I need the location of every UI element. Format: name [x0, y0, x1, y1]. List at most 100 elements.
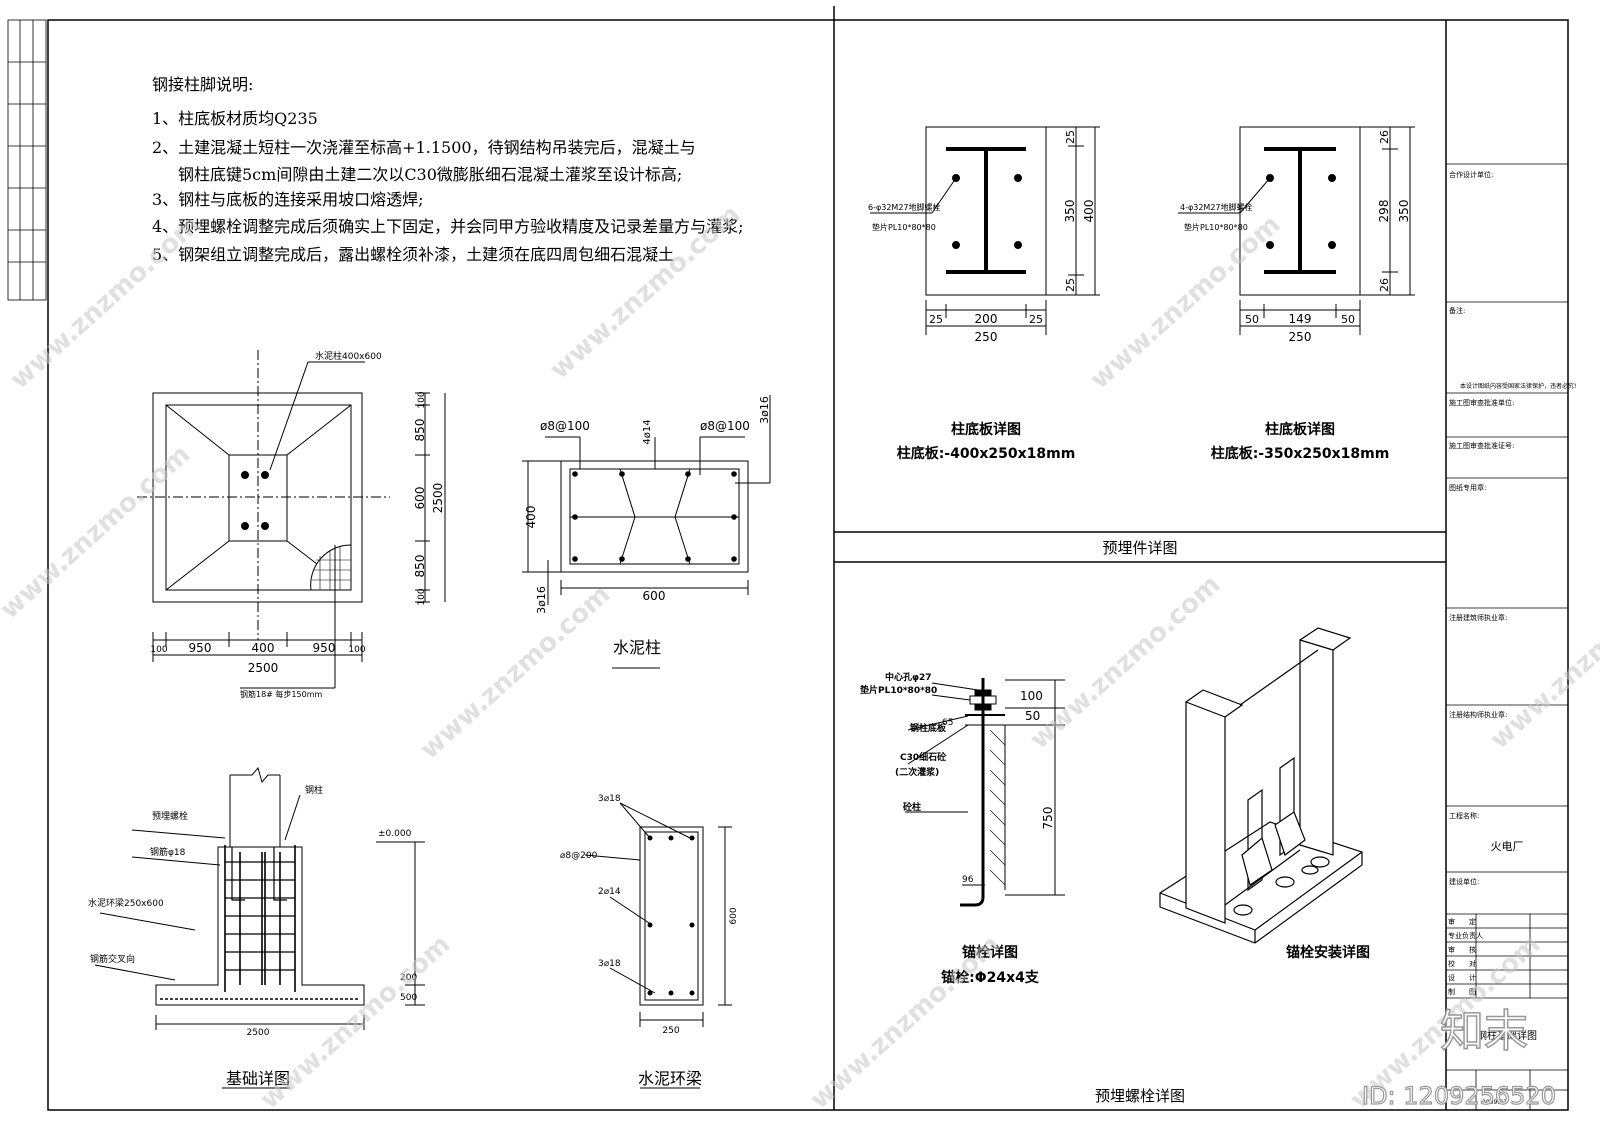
plate1-dim-v-3: 25 — [1064, 278, 1077, 292]
tb-role-4: 校 对 — [1448, 959, 1476, 968]
plate1-title: 柱底板详图 — [951, 421, 1021, 438]
watermark-9: www.znzmo.com — [805, 929, 1007, 1115]
plan-dim-h-4: 950 — [313, 641, 336, 655]
anchor-label-4: C30细石砼 — [900, 751, 947, 763]
anchor-subtitle: 锚栓:Φ24x4支 — [941, 969, 1040, 986]
column-label-bottom: 3ø16 — [535, 586, 548, 614]
anchor-label-1: 中心孔φ27 — [885, 671, 932, 683]
foundation-plan — [137, 350, 446, 689]
note-line-6: 5、钢架组立调整完成后，露出螺栓须补漆，土建须在底四周包细石混凝土 — [152, 245, 674, 264]
column-rebars — [572, 471, 737, 562]
plate2-dim-h-1: 50 — [1245, 313, 1259, 326]
plan-dim-v-5: 100 — [417, 588, 427, 605]
tb-role-3: 审 核 — [1448, 945, 1476, 954]
fd-dim-w: 2500 — [247, 1028, 270, 1038]
install-title: 锚栓安装详图 — [1286, 944, 1370, 961]
plate2-dim-h-3: 50 — [1341, 313, 1355, 326]
plan-dim-h-1: 100 — [150, 645, 167, 655]
plate1-dim-v-2: 350 — [1063, 200, 1077, 223]
fd-label-5: 钢柱 — [305, 784, 323, 796]
plan-dim-v-2: 850 — [413, 419, 427, 442]
plate2-labels: 4-φ32M27地脚螺栓 垫片PL10*80*80 26 298 26 350 … — [1180, 130, 1411, 462]
anchor-title: 锚栓详图 — [962, 944, 1018, 961]
plate1-dim-h-2: 200 — [975, 312, 998, 326]
beam-rebars — [647, 835, 695, 996]
plan-rebar-note: 钢筋18# 每步150mm — [240, 689, 322, 699]
beam-label-2: ⌀8@200 — [560, 851, 598, 861]
fd-label-1: 预埋螺栓 — [152, 810, 188, 822]
title-block-text: 合作设计单位: 备注: 本设计图纸内容受国家法律保护，违者必究! 施工图审查批准… — [1448, 170, 1576, 1106]
plan-dim-h-5: 100 — [348, 645, 365, 655]
anchor-dim-50: 50 — [1025, 709, 1040, 723]
plan-labels: 水泥柱400x600 100 850 600 850 100 2500 100 … — [150, 350, 445, 699]
fd-label-3: 水泥环梁250x600 — [88, 897, 164, 909]
fd-label-2: 钢筋φ18 — [150, 846, 186, 858]
foundation-labels: 预埋螺栓 钢筋φ18 水泥环梁250x600 钢筋交叉向 钢柱 ±0.000 2… — [88, 784, 417, 1088]
plate1-dim-h-1: 25 — [929, 313, 943, 326]
plate2-bolt-label: 4-φ32M27地脚螺栓 — [1180, 202, 1253, 212]
binding-strip — [7, 19, 47, 301]
tb-review1: 施工图审查批准单位: — [1449, 398, 1514, 407]
plate2-dim-v-2: 298 — [1377, 200, 1391, 223]
tb-copyright: 本设计图纸内容受国家法律保护，违者必究! — [1460, 382, 1576, 390]
plate1-dim-v-1: 25 — [1064, 130, 1077, 144]
column-label-top: 3ø16 — [758, 396, 771, 424]
note-line-2: 2、土建混凝土短柱一次浇灌至标高+1.1500，待钢结构吊装完后，混凝土与 — [152, 138, 696, 157]
tb-project: 火电厂 — [1491, 840, 1524, 853]
install-isometric — [1159, 627, 1363, 944]
plate2-dim-v-3: 26 — [1378, 278, 1391, 292]
plate1-dim-h-total: 250 — [975, 330, 998, 344]
plan-dim-v-1: 100 — [417, 391, 427, 408]
plate2-subtitle: 柱底板:-350x250x18mm — [1211, 445, 1390, 462]
plate1-subtitle: 柱底板:-400x250x18mm — [897, 445, 1076, 462]
notes-block: 钢接柱脚说明: 1、柱底板材质均Q235 2、土建混凝土短柱一次浇灌至标高+1.… — [152, 75, 744, 264]
tb-drawing-name: 钢柱基础详图 — [1477, 1029, 1537, 1042]
tb-coop: 合作设计单位: — [1449, 170, 1493, 179]
bolt-section-title: 预埋螺栓详图 — [1095, 1087, 1185, 1105]
tb-remark: 备注: — [1449, 306, 1465, 315]
beam-label-3: 2⌀14 — [598, 887, 621, 897]
fd-dim-2: 500 — [400, 993, 417, 1003]
column-dim-h: 400 — [524, 506, 538, 529]
tb-role-1: 审 定 — [1448, 917, 1476, 926]
plate1-labels: 6-φ32M27地脚螺栓 垫片PL10*80*80 25 350 25 400 … — [868, 130, 1096, 462]
plate2-washer-label: 垫片PL10*80*80 — [1184, 222, 1248, 232]
base-plate-1 — [870, 126, 1100, 335]
watermark-4: www.znzmo.com — [0, 439, 196, 625]
fd-title: 基础详图 — [226, 1069, 290, 1088]
base-plate-2 — [1178, 126, 1415, 335]
anchor-labels: 中心孔φ27 垫片PL10*80*80 钢柱底板 C30细石砼 (二次灌浆) 砼… — [860, 671, 1055, 986]
column-label-mid: 4ø14 — [642, 419, 653, 444]
plate1-washer-label: 垫片PL10*80*80 — [872, 222, 936, 232]
note-line-5: 4、预埋螺栓调整完成后须确实上下固定，并会同甲方验收精度及记录差量方与灌浆; — [152, 217, 744, 236]
column-section — [522, 395, 771, 669]
notes-title: 钢接柱脚说明: — [152, 75, 253, 94]
note-line-1: 1、柱底板材质均Q235 — [152, 109, 318, 128]
anchor-dim-100: 100 — [1020, 689, 1043, 703]
beam-label-4: 3⌀18 — [598, 959, 621, 969]
tb-review2: 施工图审查批准证号: — [1449, 441, 1514, 450]
anchor-label-6: 砼柱 — [903, 801, 921, 813]
id-watermark: ID: 1209256520 — [1362, 1082, 1556, 1110]
fd-label-4: 钢筋交叉向 — [90, 953, 135, 965]
tb-date: 2009.02 — [1482, 1099, 1507, 1106]
tb-stamp: 图纸专用章: — [1449, 483, 1486, 492]
beam-title: 水泥环梁 — [638, 1069, 702, 1088]
column-title: 水泥柱 — [613, 638, 661, 657]
plate1-dim-h-3: 25 — [1029, 313, 1043, 326]
note-line-3: 钢柱底键5cm间隙由土建二次以C30微膨胀细石混凝土灌浆至设计标高; — [178, 165, 682, 184]
beam-dim-h: 600 — [729, 907, 739, 924]
plate2-title: 柱底板详图 — [1265, 421, 1335, 438]
fd-elev: ±0.000 — [378, 829, 412, 839]
plate2-dim-h-total: 250 — [1289, 330, 1312, 344]
anchor-label-3: 钢柱底板 — [910, 722, 947, 734]
plan-callout: 水泥柱400x600 — [315, 350, 382, 362]
watermark-8: www.znzmo.com — [255, 929, 457, 1115]
tb-client: 建设单位: — [1449, 877, 1479, 886]
tb-struct: 注册结构师执业章: — [1449, 710, 1507, 719]
column-label-left: ø8@100 — [540, 419, 590, 433]
plate1-bolt-label: 6-φ32M27地脚螺栓 — [868, 202, 941, 212]
watermark-7: www.znzmo.com — [1485, 569, 1600, 755]
anchor-dim-96: 96 — [962, 875, 974, 885]
